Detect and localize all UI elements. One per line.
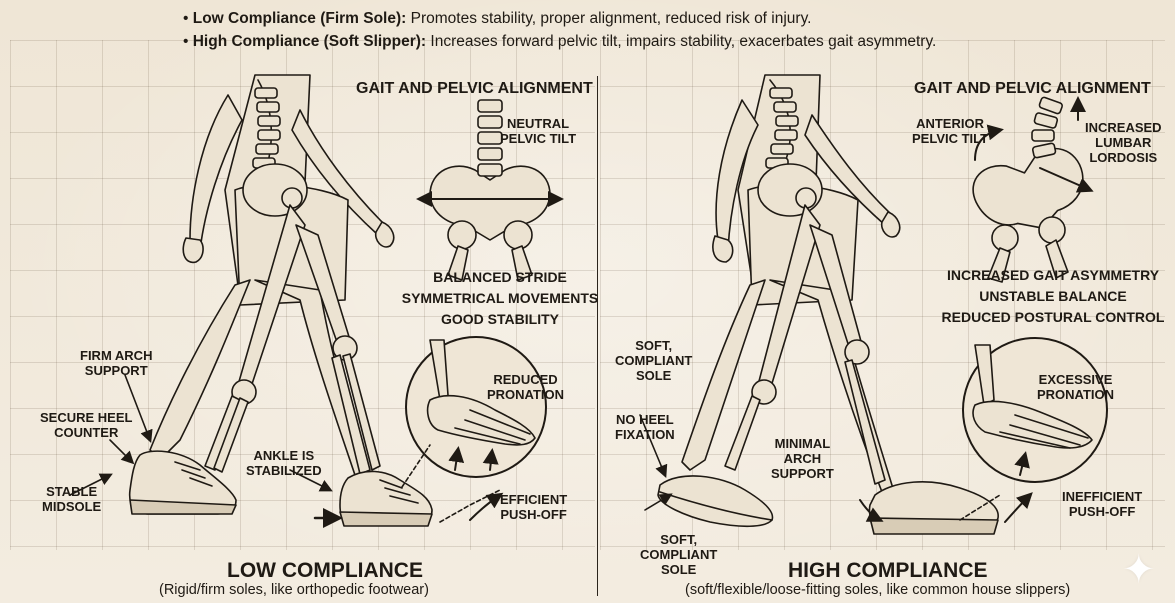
right-outcome-3: REDUCED POSTURAL CONTROL (938, 307, 1168, 328)
left-midsole-callout: STABLE MIDSOLE (42, 484, 101, 514)
right-sole-bottom-line1: SOFT, (640, 532, 717, 547)
right-lordosis-line2: LUMBAR (1085, 135, 1162, 150)
left-outcome-1: BALANCED STRIDE (400, 267, 600, 288)
left-pushoff-line1: EFFICIENT (500, 492, 567, 507)
left-pelvis-label-line1: NEUTRAL (500, 116, 576, 131)
right-pushoff-line2: PUSH-OFF (1062, 504, 1142, 519)
right-subtitle: (soft/flexible/loose-fitting soles, like… (685, 582, 1070, 598)
left-heel-callout: SECURE HEEL COUNTER (40, 410, 132, 440)
left-outcome-3: GOOD STABILITY (400, 309, 600, 330)
left-front-shoe-icon (340, 471, 432, 526)
right-back-slipper-icon (658, 476, 773, 526)
left-pelvis-label: NEUTRAL PELVIC TILT (500, 116, 576, 146)
left-arch-line1: FIRM ARCH (80, 348, 152, 363)
right-arch-line2: ARCH (771, 451, 834, 466)
left-outcome-2: SYMMETRICAL MOVEMENTS (400, 288, 600, 309)
left-outcomes: BALANCED STRIDE SYMMETRICAL MOVEMENTS GO… (400, 267, 600, 330)
right-sole-top-line2: COMPLIANT (615, 353, 692, 368)
right-lordosis-line1: INCREASED (1085, 120, 1162, 135)
left-ankle-line2: STABILIZED (246, 463, 322, 478)
right-sole-top-callout: SOFT, COMPLIANT SOLE (615, 338, 692, 383)
left-pelvis-label-line2: PELVIC TILT (500, 131, 576, 146)
left-heel-line1: SECURE HEEL (40, 410, 132, 425)
left-pronation-line2: PRONATION (487, 387, 564, 402)
left-zoom-line (402, 445, 430, 487)
right-arch-callout: MINIMAL ARCH SUPPORT (771, 436, 834, 481)
right-pushoff-callout: INEFFICIENT PUSH-OFF (1062, 489, 1142, 519)
right-arch-line3: SUPPORT (771, 466, 834, 481)
right-sole-top-line1: SOFT, (615, 338, 692, 353)
right-pelvis-label-line1: ANTERIOR (912, 116, 988, 131)
left-midsole-line1: STABLE (42, 484, 101, 499)
right-lordosis-label: INCREASED LUMBAR LORDOSIS (1085, 120, 1162, 165)
right-outcomes: INCREASED GAIT ASYMMETRY UNSTABLE BALANC… (938, 265, 1168, 328)
right-pelvis-label: ANTERIOR PELVIC TILT (912, 116, 988, 146)
sparkle-icon: ✦ (1122, 547, 1156, 593)
right-pushoff-line1: INEFFICIENT (1062, 489, 1142, 504)
left-heel-line2: COUNTER (40, 425, 132, 440)
left-pushoff-callout: EFFICIENT PUSH-OFF (500, 492, 567, 522)
left-pushoff-guide (440, 490, 500, 522)
left-midsole-line2: MIDSOLE (42, 499, 101, 514)
left-arch-callout: FIRM ARCH SUPPORT (80, 348, 152, 378)
right-heel-line2: FIXATION (615, 427, 675, 442)
left-title: LOW COMPLIANCE (227, 559, 423, 583)
left-pronation-callout: REDUCED PRONATION (487, 372, 564, 402)
left-ankle-callout: ANKLE IS STABILIZED (246, 448, 322, 478)
right-sole-bottom-line3: SOLE (640, 562, 717, 577)
right-heel-callout: NO HEEL FIXATION (615, 412, 675, 442)
right-pronation-line2: PRONATION (1037, 387, 1114, 402)
right-sole-top-line3: SOLE (615, 368, 692, 383)
left-section-title: GAIT AND PELVIC ALIGNMENT (356, 80, 593, 98)
right-pronation-callout: EXCESSIVE PRONATION (1037, 372, 1114, 402)
right-pelvis-label-line2: PELVIC TILT (912, 131, 988, 146)
right-sole-bottom-callout: SOFT, COMPLIANT SOLE (640, 532, 717, 577)
right-outcome-1: INCREASED GAIT ASYMMETRY (938, 265, 1168, 286)
left-subtitle: (Rigid/firm soles, like orthopedic footw… (159, 582, 429, 598)
right-heel-line1: NO HEEL (615, 412, 675, 427)
right-arch-line1: MINIMAL (771, 436, 834, 451)
right-sole-bottom-line2: COMPLIANT (640, 547, 717, 562)
left-pronation-line1: REDUCED (487, 372, 564, 387)
right-lordosis-line3: LORDOSIS (1085, 150, 1162, 165)
left-ankle-line1: ANKLE IS (246, 448, 322, 463)
left-heel-pointer (110, 440, 132, 462)
left-pushoff-line2: PUSH-OFF (500, 507, 567, 522)
right-title: HIGH COMPLIANCE (788, 559, 988, 583)
right-pronation-line1: EXCESSIVE (1037, 372, 1114, 387)
right-section-title: GAIT AND PELVIC ALIGNMENT (914, 80, 1151, 98)
left-arch-line2: SUPPORT (80, 363, 152, 378)
right-outcome-2: UNSTABLE BALANCE (938, 286, 1168, 307)
right-pushoff-arrow (1005, 495, 1030, 522)
left-pushoff-arrow (470, 495, 500, 520)
